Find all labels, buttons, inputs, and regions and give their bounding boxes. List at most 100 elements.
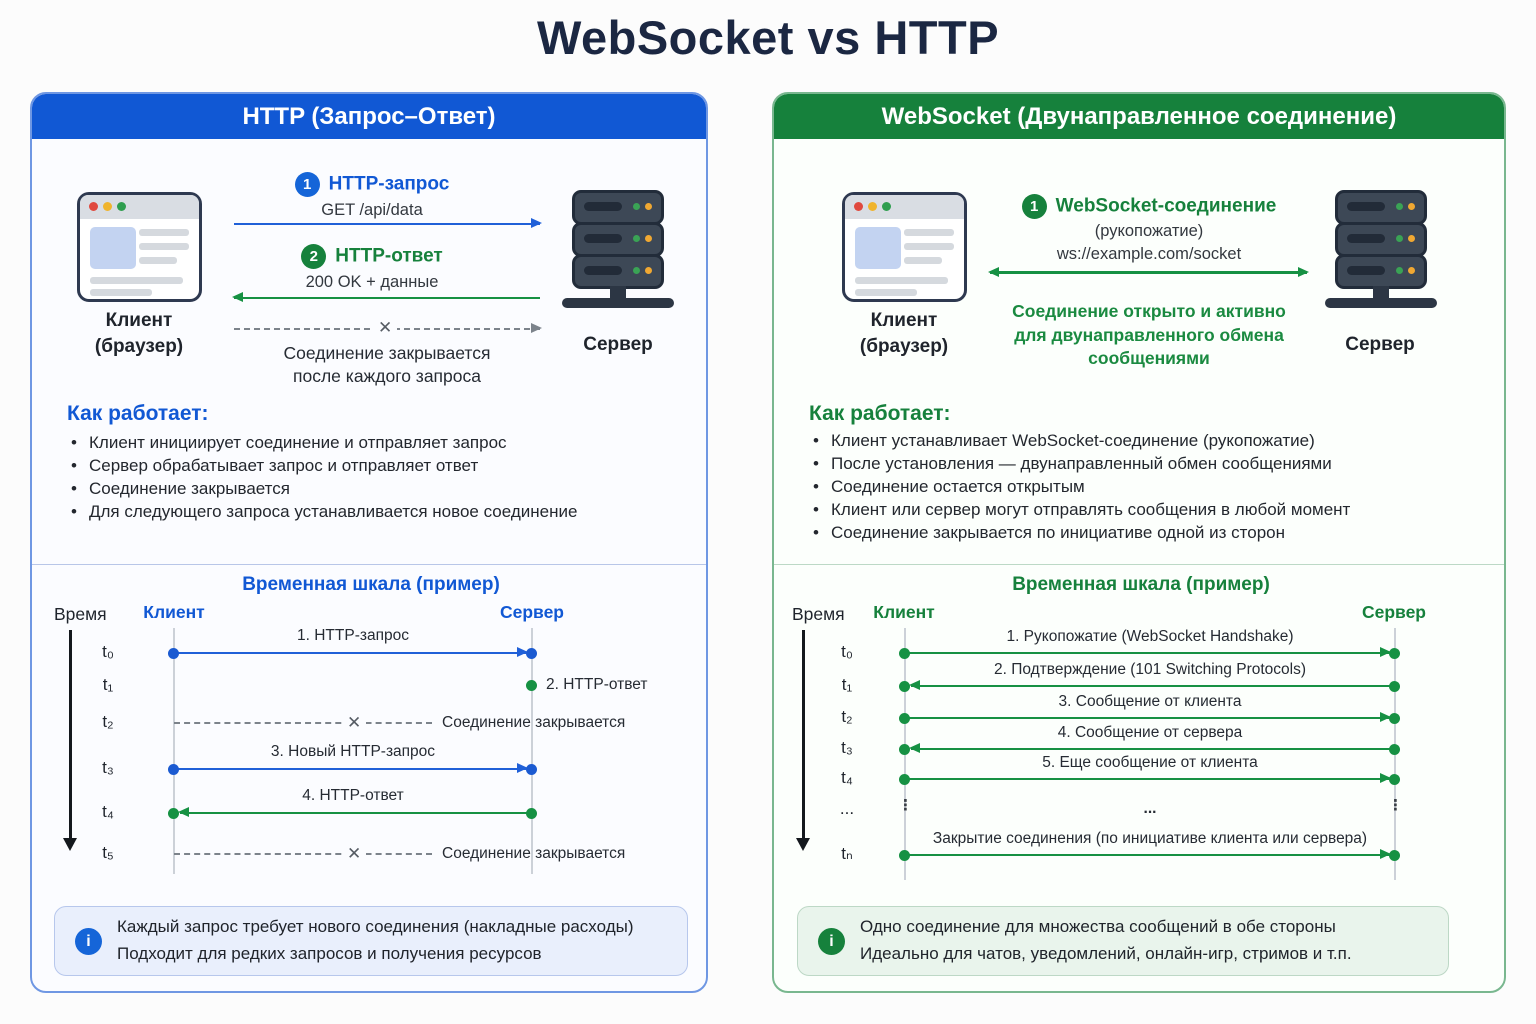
timeline-dot <box>899 850 910 861</box>
timeline-t-label: t₃ <box>102 758 114 777</box>
ellipsis-client: ⋮ <box>898 797 913 814</box>
ws-bidirectional-arrow <box>988 267 1309 277</box>
how-it-works-title: Как работает: <box>809 402 951 425</box>
timeline-dot <box>899 648 910 659</box>
timeline-dot <box>1389 648 1400 659</box>
timeline-dot <box>899 713 910 724</box>
info-box: i Одно соединение для множества сообщени… <box>797 906 1449 976</box>
bullet-item: Клиент инициирует соединение и отправляе… <box>67 432 677 454</box>
ws-step-badge: 1 <box>1021 194 1047 219</box>
bullet-item: Сервер обрабатывает запрос и отправляет … <box>67 455 677 477</box>
websocket-panel: WebSocket (Двунаправленное соединение) К… <box>772 92 1506 993</box>
timeline-t-label: t₁ <box>841 675 853 694</box>
x-mark: ✕ <box>373 318 398 338</box>
timeline-t-label: t₂ <box>102 712 114 731</box>
client-label: Клиент <box>105 310 173 331</box>
browser-line <box>139 229 189 236</box>
bullet-item: Клиент устанавливает WebSocket-соединени… <box>809 430 1469 452</box>
browser-thumbnail <box>90 227 136 269</box>
timeline-row-label: Соединение закрывается <box>442 714 626 731</box>
timeline-t-label: t₀ <box>841 642 853 661</box>
window-dot-green-icon <box>882 202 891 211</box>
client-sublabel: (браузер) <box>94 336 184 357</box>
timeline-arrow <box>174 647 528 657</box>
timeline-dot <box>168 808 179 819</box>
timeline-t-label: t₁ <box>102 675 114 694</box>
browser-line <box>90 289 152 296</box>
info-line1: Одно соединение для множества сообщений … <box>860 917 1336 936</box>
server-base <box>562 298 674 308</box>
ws-open-caption-line1: Соединение открыто и активно <box>1012 301 1286 321</box>
close-caption-line2: после каждого запроса <box>293 366 481 386</box>
ws-handshake-sublabel: (рукопожатие) <box>1094 222 1204 240</box>
browser-line <box>904 257 942 264</box>
timeline-arrow <box>905 773 1391 783</box>
server-unit <box>572 254 664 289</box>
timeline-t-label: tₙ <box>841 844 853 863</box>
time-axis-label: Время <box>792 604 845 624</box>
bullet-item: После установления — двунаправленный обм… <box>809 453 1469 475</box>
timeline-dot <box>1389 774 1400 785</box>
timeline-t-label: t₂ <box>841 707 853 726</box>
client-sublabel: (браузер) <box>859 336 949 357</box>
timeline-row-label: 5. Еще сообщение от клиента <box>1042 754 1258 771</box>
timeline-t-label: ... <box>839 799 855 818</box>
browser-icon <box>77 192 202 302</box>
timeline-dot <box>1389 681 1400 692</box>
timeline-row-label: 2. HTTP-ответ <box>546 676 648 693</box>
server-label: Сервер <box>583 334 653 355</box>
bullet-item: Клиент или сервер могут отправлять сообщ… <box>809 499 1469 521</box>
browser-titlebar <box>845 195 964 219</box>
step1-badge: 1 <box>294 172 320 197</box>
browser-titlebar <box>80 195 199 219</box>
timeline-close-dashed <box>174 722 432 724</box>
browser-line <box>90 277 183 284</box>
server-base <box>1325 298 1437 308</box>
http-panel-header: HTTP (Запрос–Ответ) <box>32 94 706 139</box>
server-icon <box>1325 190 1437 308</box>
server-unit <box>572 222 664 257</box>
how-it-works-title: Как работает: <box>67 402 209 425</box>
time-axis-label: Время <box>54 604 107 624</box>
info-line2: Подходит для редких запросов и получения… <box>117 944 542 963</box>
bullet-item: Соединение закрывается <box>67 478 677 500</box>
server-stand <box>610 286 626 298</box>
browser-line <box>139 257 177 264</box>
timeline-dot <box>168 764 179 775</box>
browser-line <box>855 289 917 296</box>
timeline-t-label: t₄ <box>841 768 853 787</box>
browser-line <box>855 277 948 284</box>
browser-line <box>904 243 954 250</box>
ws-open-caption-line2: для двунаправленного обмена <box>1014 324 1284 345</box>
window-dot-green-icon <box>117 202 126 211</box>
timeline-client-header: Клиент <box>143 602 205 622</box>
timeline-row-label: 1. HTTP-запрос <box>297 627 409 644</box>
http-panel: HTTP (Запрос–Ответ) Клиент (браузер) Сер… <box>30 92 708 993</box>
browser-line <box>139 243 189 250</box>
page-title: WebSocket vs HTTP <box>536 11 1000 64</box>
timeline-row-label: 3. Новый HTTP-запрос <box>270 743 436 760</box>
timeline-t-label: t₀ <box>102 642 114 661</box>
timeline-arrow <box>174 763 528 773</box>
info-line1: Каждый запрос требует нового соединения … <box>117 917 634 936</box>
time-axis-arrowhead-icon <box>796 838 810 851</box>
time-axis-arrowhead-icon <box>63 838 77 851</box>
step2-badge: 2 <box>301 244 327 269</box>
ws-open-caption: Соединение открыто и активно для двунапр… <box>949 300 1349 371</box>
timeline-arrow <box>909 743 1395 753</box>
http-request-sublabel: GET /api/data <box>321 201 423 219</box>
timeline-close-dashed <box>174 853 432 855</box>
browser-line <box>904 229 954 236</box>
window-dot-yellow-icon <box>103 202 112 211</box>
timeline-arrow <box>905 712 1391 722</box>
x-mark: ✕ <box>342 844 367 864</box>
timeline-dot <box>1389 713 1400 724</box>
browser-icon <box>842 192 967 302</box>
time-axis <box>69 630 72 840</box>
timeline-dot <box>168 648 179 659</box>
timeline-client-header: Клиент <box>873 602 935 622</box>
section-divider <box>774 564 1504 565</box>
timeline-dot <box>899 681 910 692</box>
